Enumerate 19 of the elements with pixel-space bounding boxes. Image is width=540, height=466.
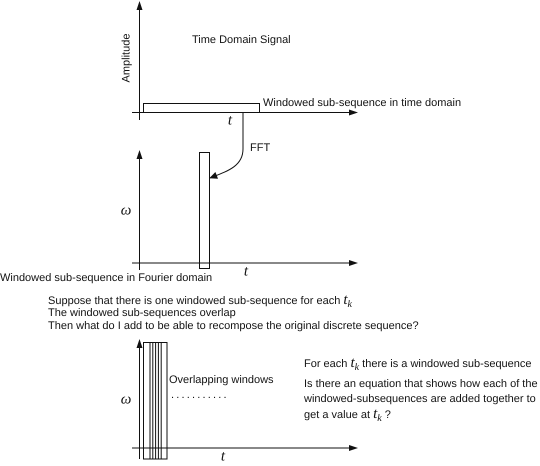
window-rect — [143, 103, 260, 113]
axis-label: ω — [120, 204, 132, 218]
note-text: Suppose that there is one windowed sub-sequence for each t$_{k}$ — [48, 294, 352, 308]
plot-title: Time Domain Signal — [192, 34, 291, 47]
note-text: Is there an equation that shows how each of the windowed-subsequences are added together to get a value at t$_{k}$ ? — [304, 377, 539, 423]
axis-label: t — [220, 450, 226, 464]
note-text: Then what do I add to be able to recompose the original discrete sequence? — [48, 320, 419, 333]
note-text: For each t$_{k}$ there is a windowed sub-sequence — [304, 357, 532, 371]
note-text: The windowed sub-sequences overlap — [48, 307, 236, 320]
node-label: Windowed sub-sequence in Fourier domain — [0, 272, 212, 285]
axis-label: t — [228, 114, 232, 128]
continuation-dots: ........... — [171, 389, 229, 402]
window-rect — [199, 152, 210, 269]
annotation-text: Overlapping windows — [169, 374, 274, 387]
axis-label: Amplitude — [120, 34, 134, 82]
axis-label: t — [244, 264, 248, 280]
node-label: Windowed sub-sequence in time domain — [263, 97, 462, 110]
curved-arrow — [209, 112, 244, 179]
axis-label: ω — [120, 392, 132, 408]
